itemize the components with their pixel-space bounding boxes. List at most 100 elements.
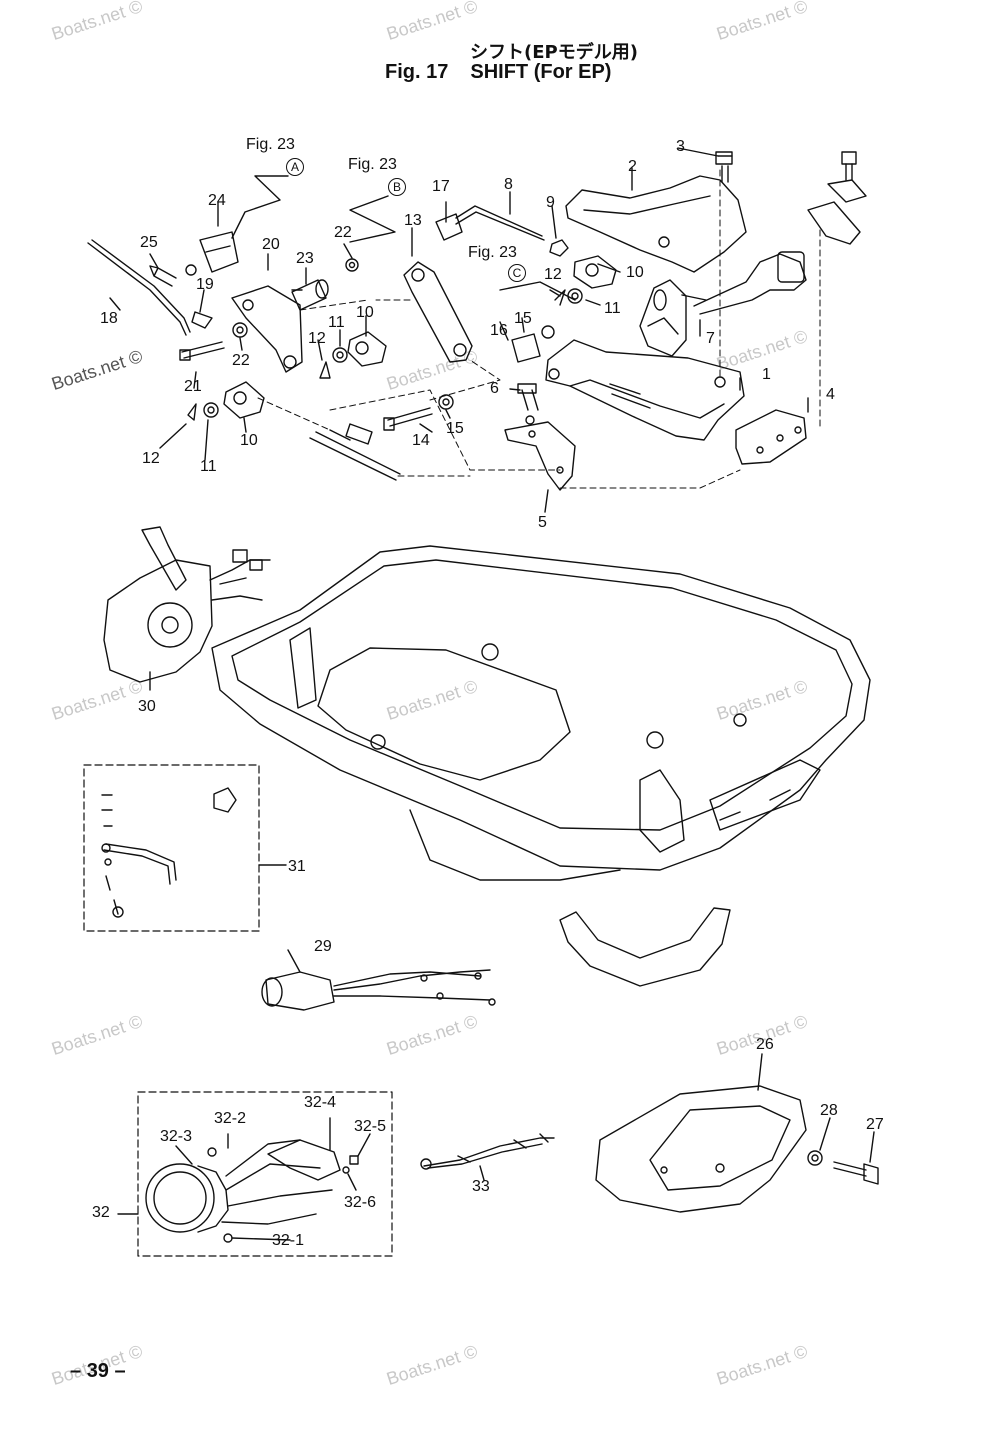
callout-label: 21 <box>184 378 202 395</box>
reference-c-circle: C <box>508 264 526 282</box>
callout-label: 4 <box>826 386 835 403</box>
callout-label: 22 <box>334 224 352 241</box>
callout-label: 5 <box>538 514 547 531</box>
callout-label: 32-2 <box>214 1110 247 1127</box>
remote-control-box <box>104 560 212 682</box>
reference-a-label: Fig. 23 <box>246 136 295 153</box>
callout-label: 22 <box>232 352 250 369</box>
callout-label: 32-1 <box>272 1232 305 1249</box>
bracket-5 <box>505 422 575 490</box>
lever-13 <box>404 262 472 362</box>
callout-label: 11 <box>604 300 621 317</box>
callout-label: 13 <box>404 212 422 229</box>
callout-label: 15 <box>514 310 532 327</box>
callout-label: 32 <box>92 1204 110 1221</box>
callout-label: 29 <box>314 938 332 955</box>
gauge-32 <box>146 1164 214 1232</box>
callout-label: 10 <box>356 304 374 321</box>
figure-title-english: SHIFT (For EP) <box>470 61 612 83</box>
bolt-upper-right <box>842 152 856 164</box>
callout-label: 2 <box>628 158 637 175</box>
pad-4 <box>736 410 806 464</box>
callout-label: 32-3 <box>160 1128 193 1145</box>
bolt-part <box>150 266 176 286</box>
part-group-31-box <box>84 765 259 931</box>
clip-part <box>192 312 212 328</box>
callout-label: 19 <box>196 276 214 293</box>
callout-label: 12 <box>142 450 160 467</box>
joint-10b <box>348 332 386 366</box>
callout-label: 12 <box>544 266 562 283</box>
washer-22b <box>346 259 358 271</box>
washer-28 <box>808 1151 822 1165</box>
callout-label: 8 <box>504 176 513 193</box>
callout-label: 7 <box>706 330 715 347</box>
callout-label: 17 <box>432 178 450 195</box>
bolt-14 <box>388 408 432 426</box>
nut-9 <box>550 240 568 256</box>
callout-label: 31 <box>288 858 306 875</box>
washer-11c <box>568 289 582 303</box>
plate-mid-right <box>808 202 860 244</box>
callout-label: 11 <box>200 458 217 475</box>
callout-label: 1 <box>762 366 771 383</box>
grab-handle <box>560 908 730 986</box>
figure-number: Fig. 17 <box>385 61 449 83</box>
screw-3 <box>718 156 732 182</box>
part-group-32-box <box>138 1092 392 1256</box>
shift-cable <box>310 430 400 480</box>
callout-label: 3 <box>676 138 685 155</box>
callout-label: 30 <box>138 698 156 715</box>
cotter-pin-12c <box>555 290 565 305</box>
washer-11a <box>204 403 218 417</box>
joint-10c <box>574 256 616 288</box>
collar-23a <box>292 280 326 310</box>
callout-label: 28 <box>820 1102 838 1119</box>
callout-label: 18 <box>100 310 118 327</box>
callout-label: 10 <box>626 264 644 281</box>
shift-rod <box>88 240 190 335</box>
cover-2 <box>566 176 746 272</box>
shaft-7 <box>640 280 686 356</box>
callout-label: 11 <box>328 314 345 331</box>
mat-26 <box>596 1086 806 1212</box>
bushing-16 <box>512 334 540 362</box>
bracket-part <box>200 232 238 272</box>
washer-15a <box>439 395 453 409</box>
callout-label: 15 <box>446 420 464 437</box>
reference-leader-b <box>350 196 395 242</box>
callout-label: 16 <box>490 322 508 339</box>
callout-label: 32-6 <box>344 1194 377 1211</box>
reference-c-label: Fig. 23 <box>468 244 517 261</box>
reference-leader-a <box>232 176 288 238</box>
base-1 <box>546 340 744 440</box>
callout-label: 33 <box>472 1178 490 1195</box>
callout-label: 25 <box>140 234 158 251</box>
cotter-pin-12a <box>188 404 196 420</box>
wire-33 <box>424 1138 554 1168</box>
cotter-pin-12b <box>320 362 330 378</box>
reference-b-label: Fig. 23 <box>348 156 397 173</box>
rod-8 <box>456 206 544 240</box>
connector-right <box>694 254 806 314</box>
callout-label: 32-5 <box>354 1118 387 1135</box>
callout-label: 23 <box>296 250 314 267</box>
callout-label: 20 <box>262 236 280 253</box>
bottom-cowling <box>212 546 870 870</box>
callout-label: 32-4 <box>304 1094 337 1111</box>
callout-label: 26 <box>756 1036 774 1053</box>
callout-label: 14 <box>412 432 430 449</box>
clip-17 <box>436 214 462 240</box>
callout-label: 10 <box>240 432 258 449</box>
callout-label: 12 <box>308 330 326 347</box>
washer-22a <box>233 323 247 337</box>
callout-label: 9 <box>546 194 555 211</box>
plate-upper-right <box>828 180 866 202</box>
page-number: – 39 – <box>70 1360 126 1382</box>
bolt-27 <box>834 1162 866 1176</box>
figure-title: Fig. 17 SHIFT (For EP) <box>385 61 611 84</box>
page-number-value: 39 <box>86 1360 109 1382</box>
reference-b-circle: B <box>388 178 406 196</box>
joint-10a <box>224 382 264 418</box>
